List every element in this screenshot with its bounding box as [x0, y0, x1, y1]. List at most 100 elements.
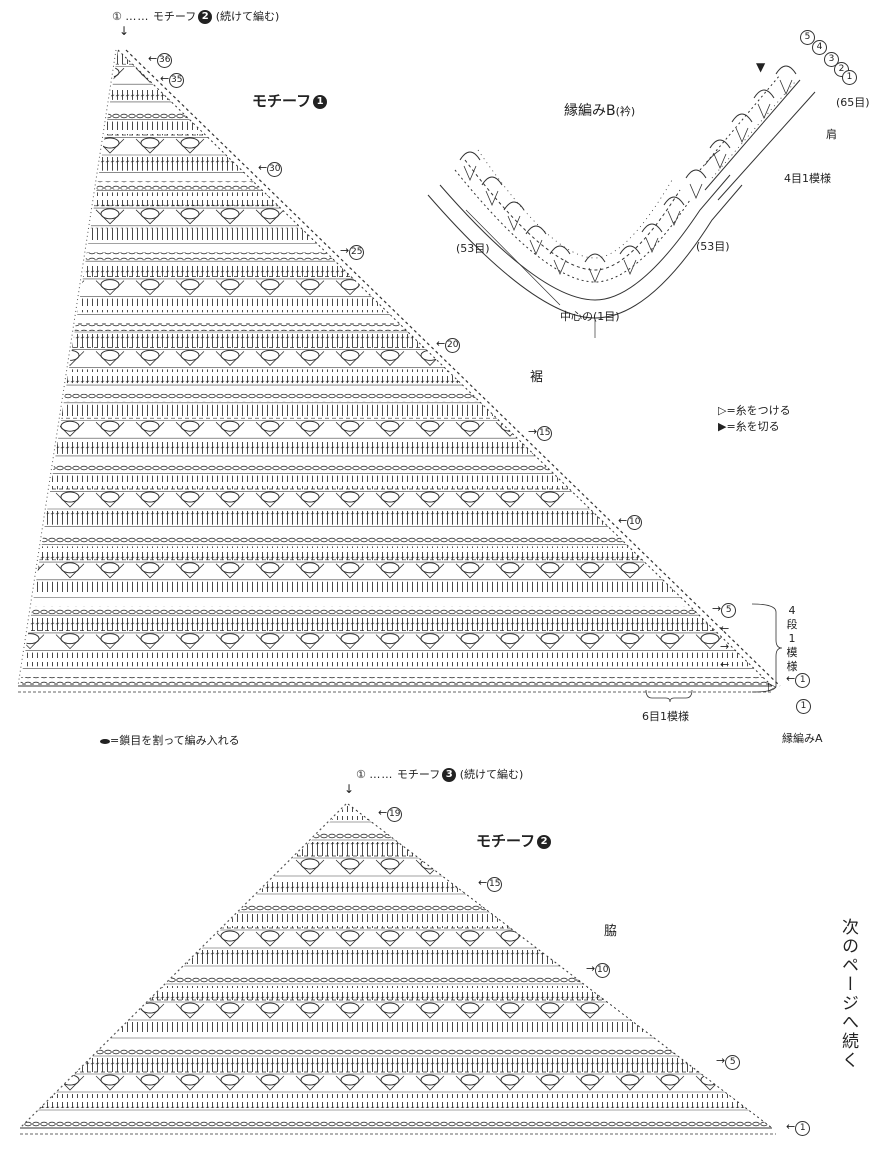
stitch-row	[20, 1022, 772, 1036]
fan-stitch	[495, 492, 525, 508]
shell-stitch	[580, 1074, 600, 1086]
fan-stitch	[615, 859, 645, 875]
shell-stitch	[620, 66, 640, 78]
shell-stitch	[660, 1002, 680, 1014]
shell-stitch	[180, 633, 200, 645]
fan-stitch	[735, 209, 765, 225]
motif1-row-marker-1: ←1	[786, 672, 811, 688]
motif1-top-note-text: モチーフ	[152, 10, 197, 23]
fan-stitch	[695, 67, 725, 83]
shell-stitch	[300, 491, 320, 503]
chain-row	[20, 393, 772, 402]
fan-stitch	[335, 280, 365, 296]
fan-stitch	[20, 138, 45, 154]
shell-stitch	[700, 562, 720, 574]
edging-a-label: 縁編みA	[782, 732, 823, 745]
shell-stitch	[260, 66, 280, 78]
scallop-stitch	[641, 223, 663, 233]
shell-stitch	[500, 562, 520, 574]
repeat-rows-bracket	[751, 603, 783, 693]
shell-stitch	[220, 208, 240, 220]
shell-stitch	[460, 858, 480, 870]
shell-stitch	[100, 279, 120, 291]
shell-stitch	[740, 858, 760, 870]
edging-b-collar	[427, 74, 816, 338]
fan-stitch	[295, 563, 325, 579]
shell-stitch	[60, 491, 80, 503]
stitch-row	[20, 914, 772, 928]
row-arrow-left-icon: ←	[720, 622, 730, 635]
fan-stitch	[335, 634, 365, 650]
fan-stitch	[455, 421, 485, 437]
shell-stitch	[500, 208, 520, 220]
fan-stitch	[735, 634, 765, 650]
fan-stitch	[655, 280, 685, 296]
fan-stitch	[735, 859, 765, 875]
shell-stitch	[420, 279, 440, 291]
stitch-row	[20, 950, 772, 964]
shell-stitch	[540, 633, 560, 645]
fan-stitch	[615, 421, 645, 437]
shell-stitch	[300, 137, 320, 149]
motif2-row-marker-1: ←1	[786, 1120, 811, 1136]
fan-stitch	[295, 931, 325, 947]
shell-stitch	[100, 208, 120, 220]
shell-stitch	[180, 930, 200, 942]
shell-stitch	[260, 420, 280, 432]
fan-stitch	[20, 563, 45, 579]
fan-stitch	[575, 421, 605, 437]
shell-stitch	[100, 66, 120, 78]
chain-row	[20, 831, 772, 839]
shell-stitch	[740, 1074, 760, 1086]
edging-b-left-count: (53目)	[456, 242, 490, 255]
shell-stitch	[700, 420, 720, 432]
fan-stitch	[295, 1003, 325, 1019]
shell-stitch	[60, 858, 80, 870]
fan-stitch	[175, 634, 205, 650]
motif1-row-marker-5: →5	[712, 602, 737, 618]
shell-stitch	[740, 930, 760, 942]
shell-stitch	[140, 930, 160, 942]
fan-stitch	[535, 931, 565, 947]
fan-stitch	[215, 67, 245, 83]
fan-stitch	[255, 67, 285, 83]
shell-stitch	[220, 137, 240, 149]
shell-stitch	[660, 930, 680, 942]
legend-split-chain-text: =鎖目を割って編み入れる	[110, 734, 240, 747]
fan-stitch	[495, 351, 525, 366]
shell-stitch	[220, 1002, 240, 1014]
fan-stitch	[535, 1003, 565, 1019]
shell-stitch	[580, 633, 600, 645]
motif1-row-marker-35: ←35	[160, 72, 185, 88]
shell-stitch	[60, 930, 80, 942]
fan-stitch	[135, 1075, 165, 1091]
split-chain-icon	[100, 738, 110, 744]
fan-stitch	[455, 492, 485, 508]
shell-stitch	[100, 858, 120, 870]
fan-stitch	[175, 1003, 205, 1019]
fan-stitch	[335, 351, 365, 366]
shell-stitch	[300, 1002, 320, 1014]
fan-stitch	[535, 351, 565, 366]
fan-stitch	[695, 351, 725, 366]
fan-stitch	[135, 421, 165, 437]
fan-stitch	[20, 1075, 45, 1091]
motif1-stitch-rows	[20, 50, 772, 686]
shell-stitch	[620, 1002, 640, 1014]
edging-b-row-5: 5	[800, 30, 815, 45]
shell-stitch	[220, 633, 240, 645]
shell-stitch	[460, 66, 480, 78]
fan-stitch	[535, 1075, 565, 1091]
fan-stitch	[575, 351, 605, 366]
fan-stitch	[20, 931, 45, 947]
shell-stitch	[740, 562, 760, 574]
row-arrow-left-icon: ←	[720, 658, 730, 671]
edging-b-right-count: (53目)	[696, 240, 730, 253]
shell-stitch	[20, 349, 40, 361]
motif2-row-marker-10: →10	[586, 962, 611, 978]
fan-stitch	[415, 1075, 445, 1091]
fan-stitch	[695, 1075, 725, 1091]
shell-stitch	[300, 633, 320, 645]
edging-b-title: 縁編みB(衿)	[564, 100, 635, 120]
